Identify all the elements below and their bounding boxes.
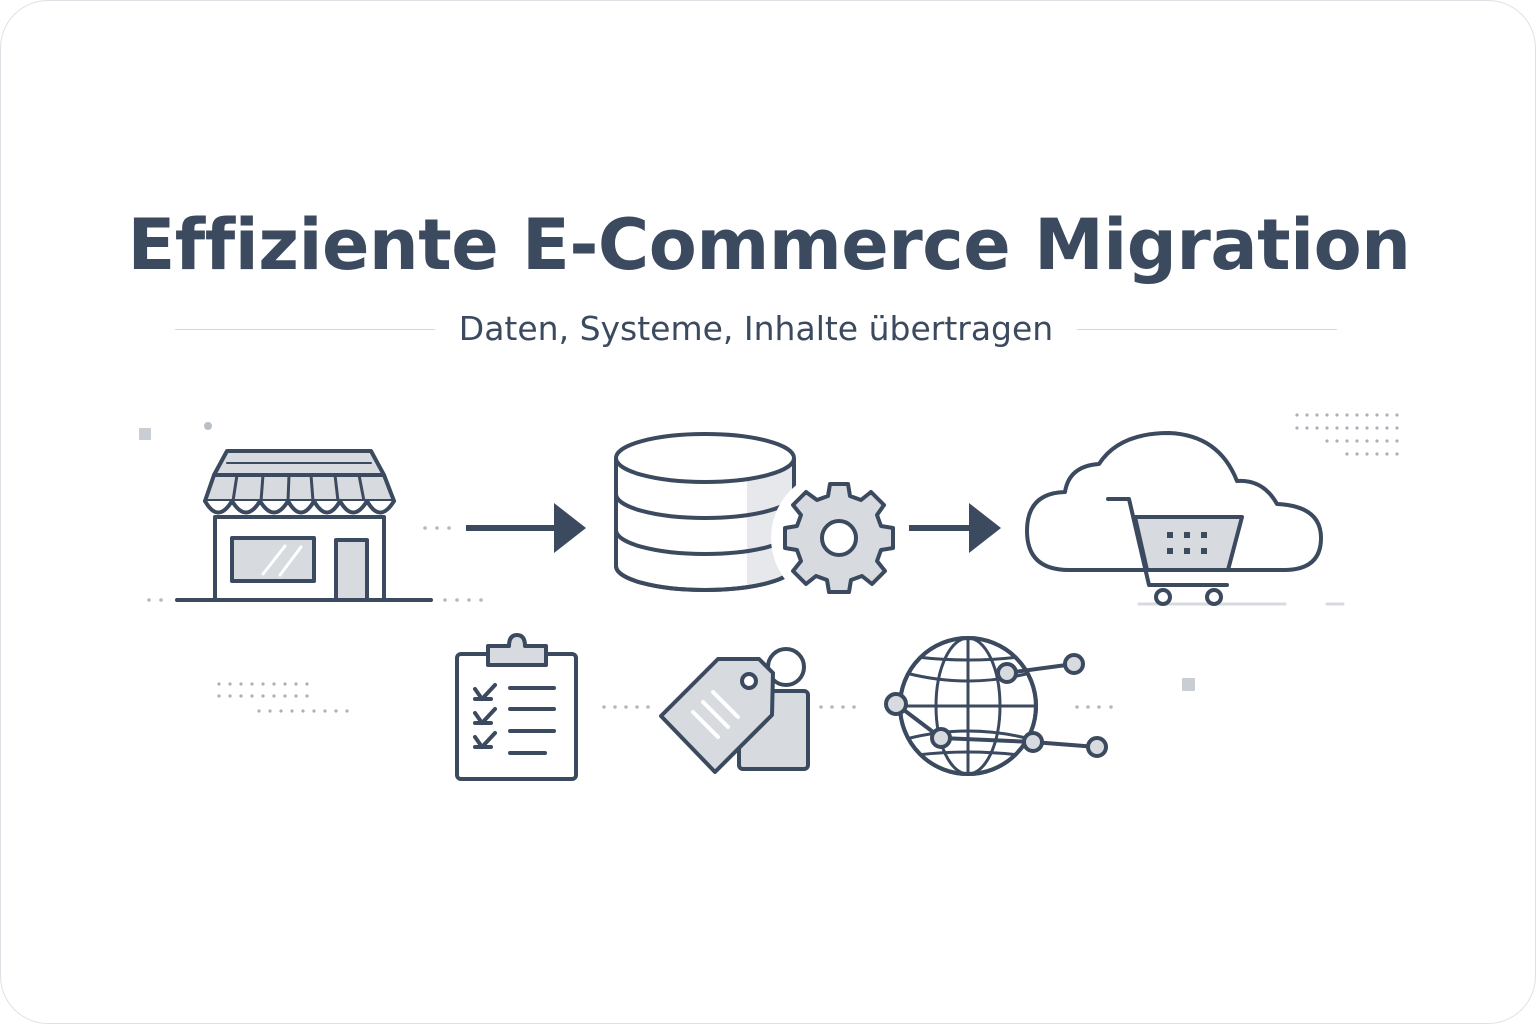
storefront-icon [175, 449, 433, 602]
arrow-right-icon [466, 503, 586, 553]
dotted-connectors [147, 526, 1113, 709]
decorative-squares [139, 428, 1195, 691]
page-title: Effiziente E-Commerce Migration [127, 204, 1411, 286]
clipboard-checklist-icon [455, 633, 578, 781]
arrow-right-icon [909, 503, 1001, 553]
decorative-dot [204, 422, 212, 430]
subtitle-rule-right [1077, 328, 1338, 330]
subtitle-row: Daten, Systeme, Inhalte übertragen [175, 307, 1338, 351]
price-tag-icon [659, 647, 810, 774]
dot-grid-top-right [1295, 413, 1399, 456]
dot-grid-bottom-left [217, 682, 349, 713]
subtitle: Daten, Systeme, Inhalte übertragen [458, 309, 1054, 348]
cloud-cart-icon [1025, 431, 1345, 606]
globe-network-icon [884, 636, 1108, 776]
subtitle-rule-left [175, 328, 435, 330]
gear-icon [771, 470, 907, 606]
database-icon [614, 432, 796, 592]
